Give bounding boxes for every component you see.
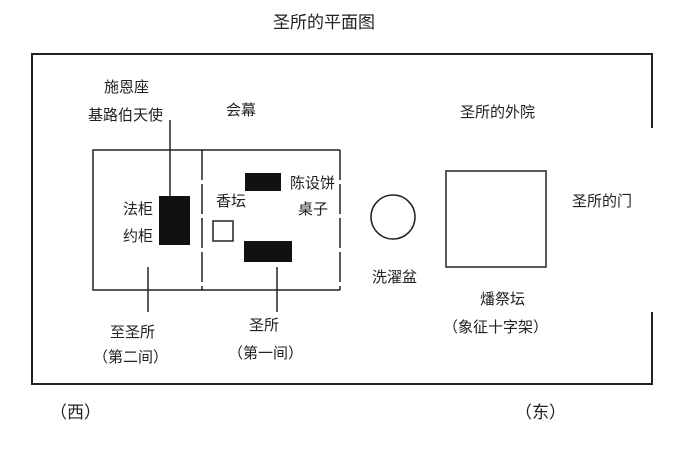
incense-altar (212, 220, 234, 242)
outer-court-wall (31, 53, 653, 385)
label-west: （西） (50, 403, 101, 423)
label-outer-court: 圣所的外院 (460, 103, 536, 121)
label-incense-altar: 香坛 (216, 192, 247, 210)
label-mercy-seat: 施恩座 (104, 78, 150, 96)
label-ark-law: 法柜 (123, 200, 154, 218)
label-ark-covenant: 约柜 (123, 227, 154, 245)
label-showbread: 陈设饼 (290, 174, 336, 192)
label-gate: 圣所的门 (572, 192, 633, 210)
label-table: 桌子 (298, 200, 329, 218)
label-burnt-altar: 燔祭坛 (480, 290, 526, 308)
label-cross: （象征十字架） (443, 318, 549, 336)
lampstand (244, 241, 292, 262)
ark (159, 196, 190, 245)
showbread-table (245, 173, 281, 191)
label-tent: 会幕 (226, 101, 257, 119)
label-holy-of-holies: 至圣所 (110, 323, 156, 341)
label-laver: 洗濯盆 (372, 268, 418, 286)
label-east: （东） (515, 403, 566, 423)
tabernacle-wall (92, 149, 340, 291)
page-title: 圣所的平面图 (273, 13, 375, 33)
laver (370, 194, 416, 240)
label-first-room: （第一间） (228, 344, 304, 362)
label-second-room: （第二间） (93, 348, 169, 366)
burnt-altar (445, 170, 547, 268)
label-cherubim: 基路伯天使 (88, 106, 164, 124)
label-holy-place: 圣所 (249, 316, 280, 334)
